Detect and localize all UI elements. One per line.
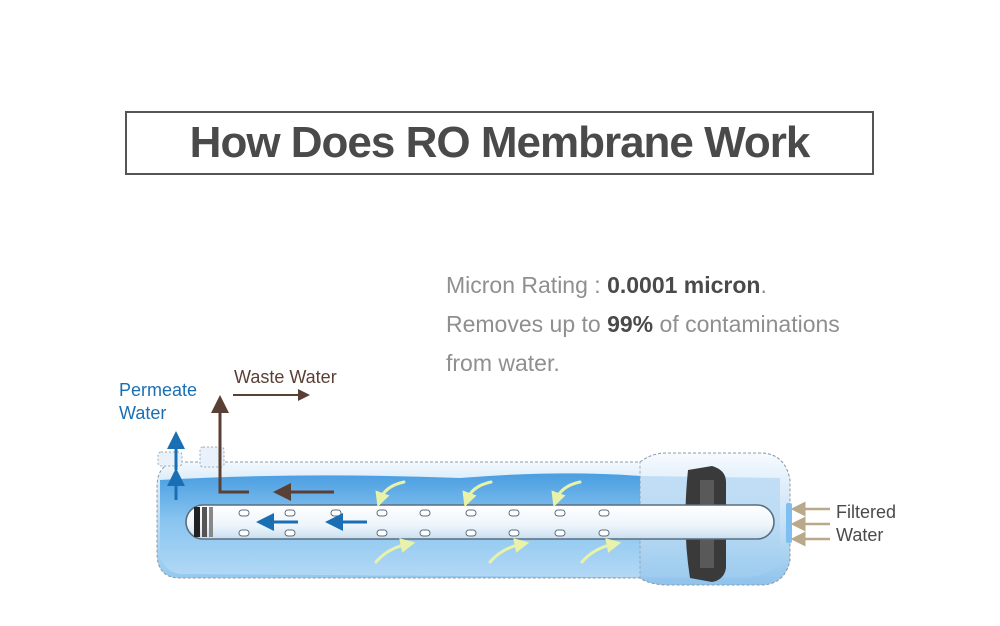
filtered-label-line2: Water xyxy=(836,525,884,545)
permeate-water-label: Permeate Water xyxy=(119,379,197,425)
filtered-inlet-arrows xyxy=(790,501,830,547)
title-box: How Does RO Membrane Work xyxy=(125,111,874,175)
tube-ring-2 xyxy=(202,507,207,537)
micron-rating-value: 0.0001 micron xyxy=(607,272,761,298)
micron-rating-label: Micron Rating : xyxy=(446,272,608,298)
waste-outlet-arrow xyxy=(211,395,249,494)
flow-arrows-top xyxy=(375,480,582,508)
tube-ring-1 xyxy=(194,507,200,537)
page-title: How Does RO Membrane Work xyxy=(189,118,811,167)
removal-percent: 99% xyxy=(607,311,654,337)
filtered-label-line1: Filtered xyxy=(836,502,897,522)
micron-rating-line: Micron Rating : 0.0001 micron. xyxy=(446,266,840,305)
permeate-port-2 xyxy=(199,446,225,468)
tube-ring-3 xyxy=(209,507,213,537)
period: . xyxy=(760,272,767,298)
removal-line-end: from water. xyxy=(446,350,560,376)
removal-suffix: of contaminations xyxy=(653,311,840,337)
filtered-water-label: Filtered Water xyxy=(836,501,896,547)
permeate-label-line2: Water xyxy=(119,403,167,423)
inlet-port xyxy=(786,503,792,543)
waste-water-label: Waste Water xyxy=(234,367,337,387)
permeate-port-1 xyxy=(157,451,183,467)
removal-prefix: Removes up to xyxy=(446,311,608,337)
tube-perforations xyxy=(238,509,610,537)
permeate-label-line1: Permeate xyxy=(119,380,198,400)
description: Micron Rating : 0.0001 micron. Removes u… xyxy=(446,266,840,383)
removal-line: Removes up to 99% of contaminations xyxy=(446,305,840,344)
flow-arrows-bottom xyxy=(374,538,622,564)
